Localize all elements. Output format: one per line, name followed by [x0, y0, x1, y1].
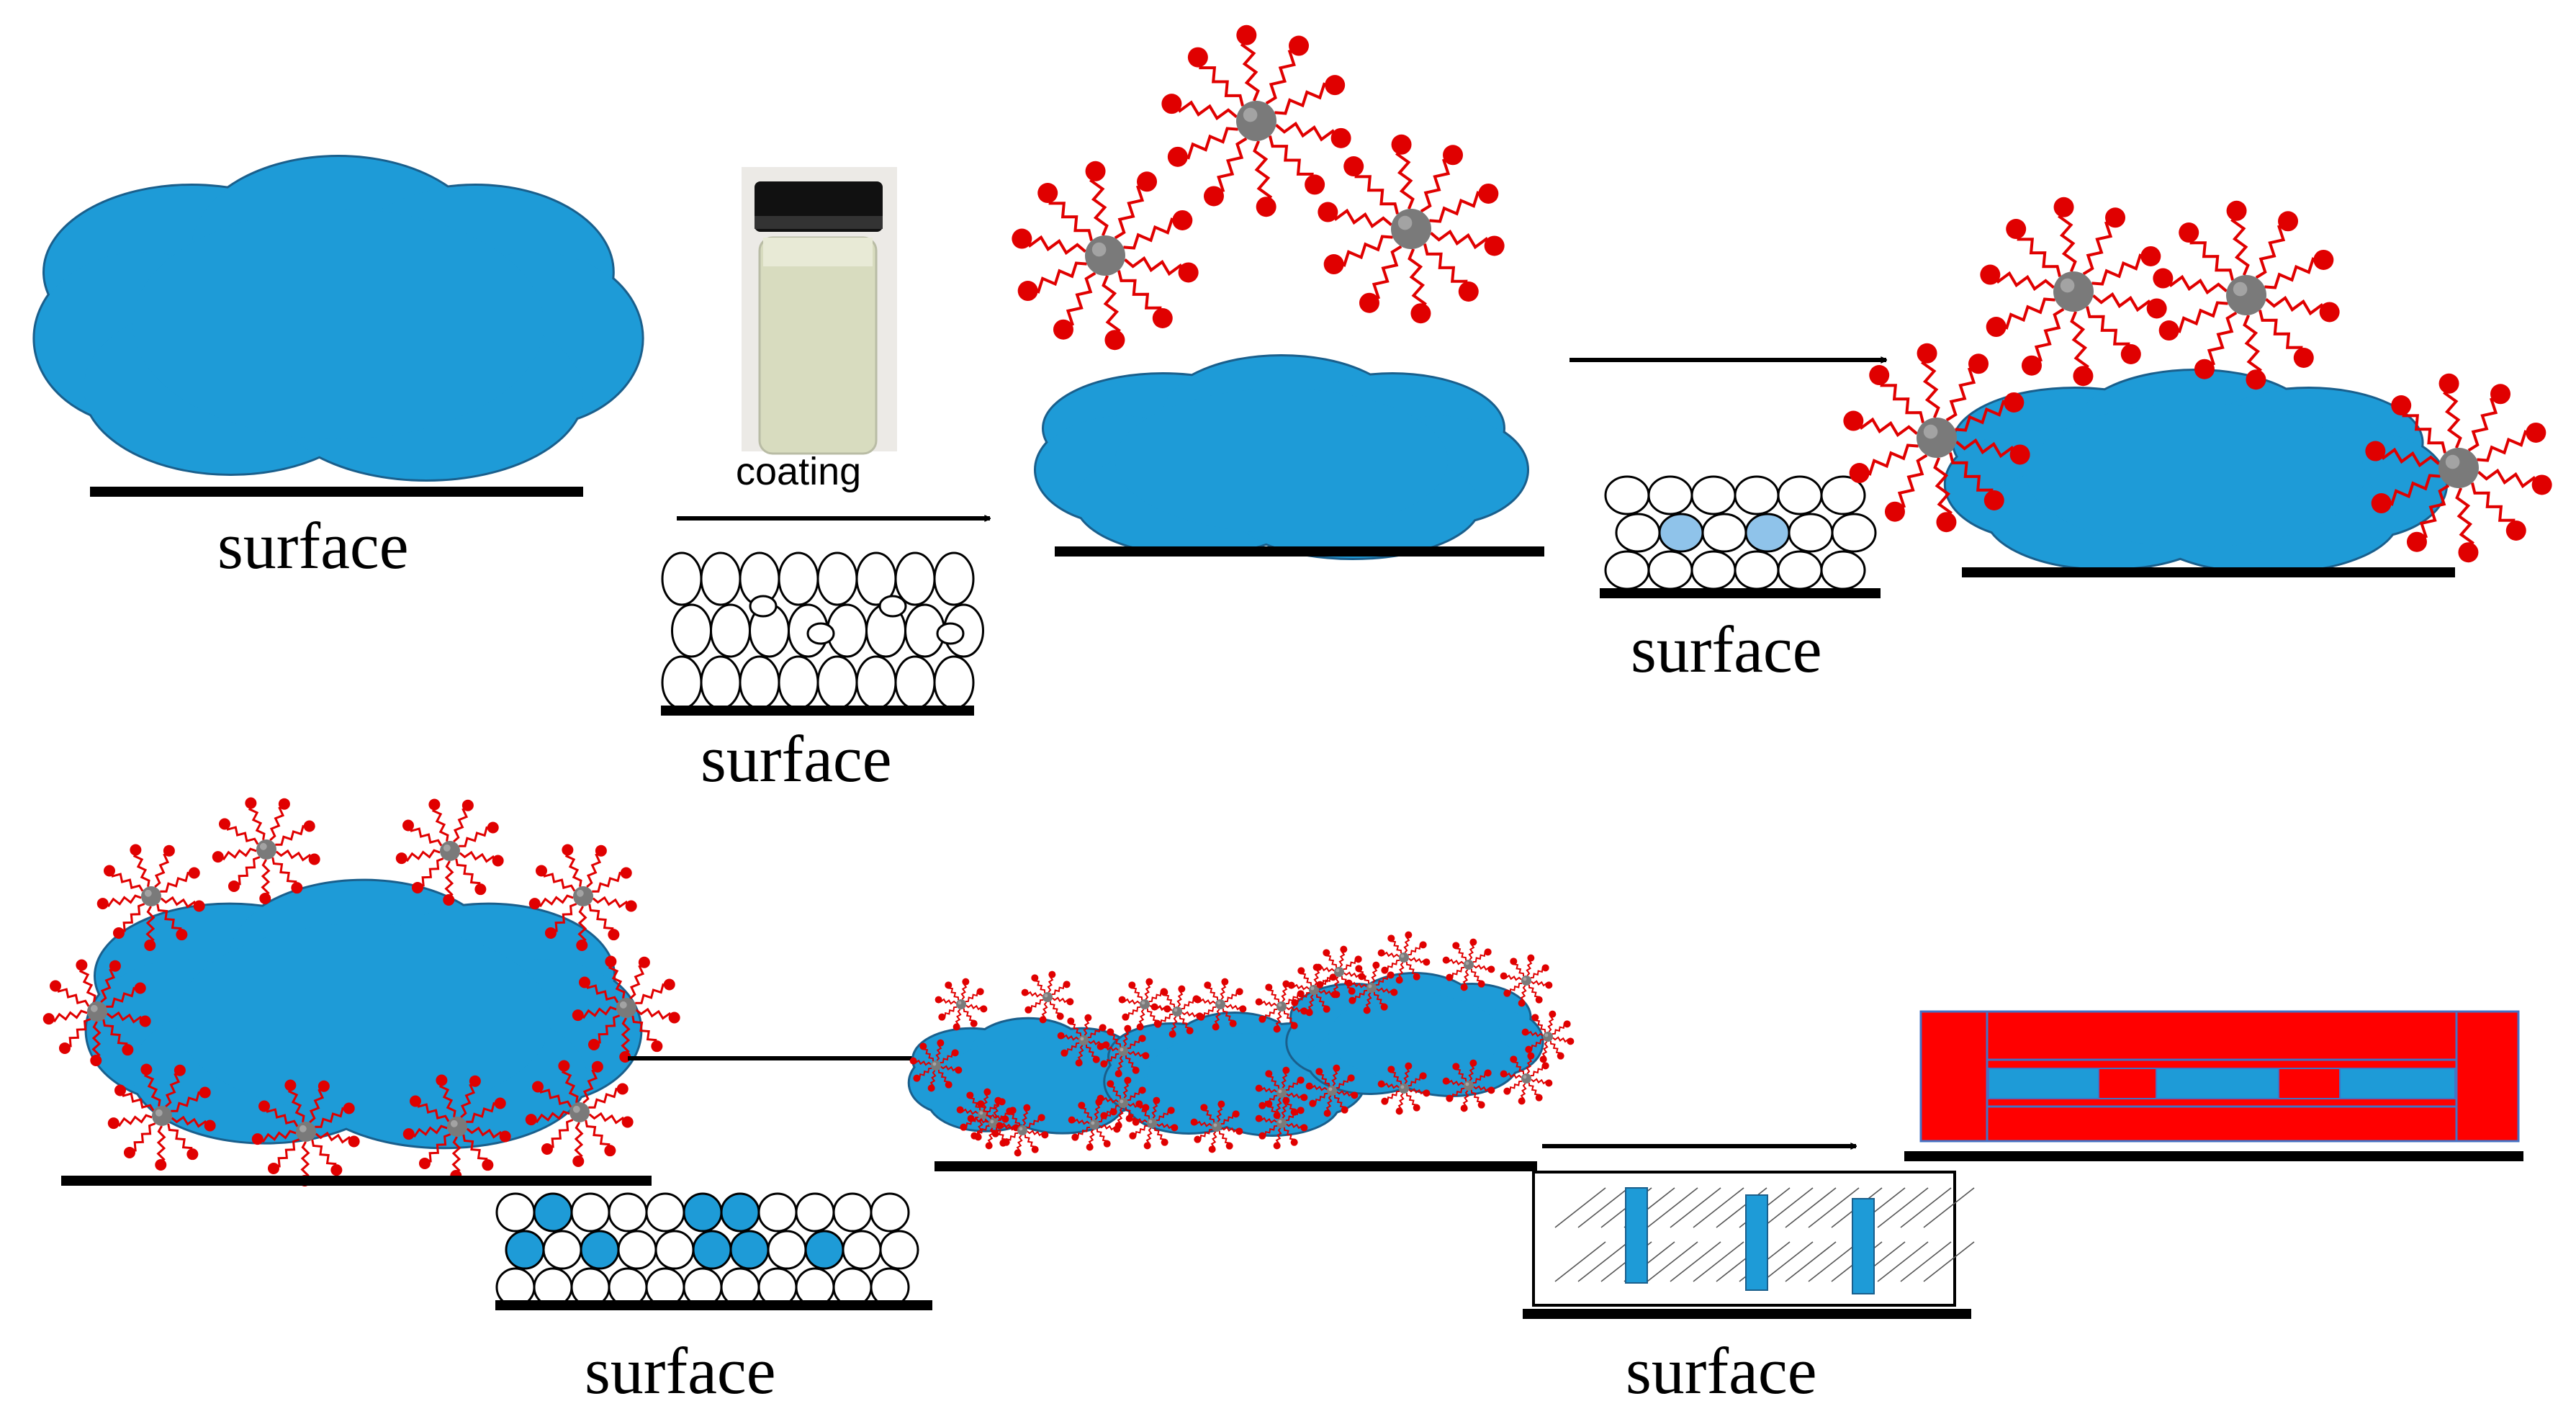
particle-group-step-5: [909, 931, 1575, 1157]
star-particle-icon: [1345, 961, 1398, 1014]
surface-label-1: surface: [217, 509, 409, 582]
star-particle-icon: [572, 955, 680, 1063]
star-particle-icon: [1980, 197, 2167, 387]
particle-group-step-3: [1843, 197, 2552, 563]
surface-label-3: surface: [1631, 613, 1822, 686]
surface-label-4: surface: [585, 1334, 776, 1407]
droplet-step-2: [1034, 354, 1529, 560]
film-cross-section: [1532, 1171, 1975, 1307]
droplet-step-1: [32, 155, 644, 482]
star-particle-icon: [1021, 970, 1074, 1024]
star-particle-icon: [1057, 1014, 1110, 1067]
star-particle-icon: [1190, 1100, 1243, 1153]
star-particle-icon: [1377, 931, 1431, 984]
star-particle-icon: [1255, 980, 1308, 1033]
star-particle-icon: [1318, 134, 1505, 324]
circle-packing-icon: [1604, 475, 1877, 590]
star-particle-icon: [1442, 938, 1495, 991]
surface-label-5: surface: [1626, 1334, 1817, 1407]
circle-packing-icon: [495, 1192, 919, 1307]
star-particle-icon: [1161, 24, 1351, 217]
star-particle-icon: [1012, 161, 1199, 351]
surface-label-2: surface: [701, 722, 892, 796]
coating-label: coating: [736, 450, 862, 493]
star-particle-icon: [1125, 1096, 1179, 1150]
droplet-step-5: [907, 972, 1544, 1137]
star-particle-icon: [395, 798, 504, 906]
star-particle-icon: [2153, 200, 2340, 390]
star-particle-icon: [251, 1079, 360, 1186]
star-particle-icon: [967, 1096, 1020, 1150]
star-particle-icon: [402, 1074, 511, 1181]
particle-group-step-2: [1012, 24, 1505, 351]
star-particle-icon: [96, 844, 205, 951]
star-particle-icon: [1305, 1064, 1359, 1117]
star-particle-icon: [212, 797, 320, 904]
star-particle-icon: [42, 959, 151, 1066]
circle-packing-icon: [661, 551, 984, 710]
droplet-step-4: [84, 878, 643, 1150]
star-particle-icon: [1843, 343, 2030, 533]
star-particle-icon: [996, 1104, 1049, 1157]
particle-group-step-4: [42, 797, 680, 1186]
star-particle-icon: [2365, 373, 2552, 563]
star-particle-icon: [1255, 1096, 1308, 1150]
star-particle-icon: [935, 978, 988, 1031]
star-particle-icon: [528, 844, 637, 951]
star-particle-icon: [1068, 1098, 1121, 1151]
star-particle-icon: [1194, 978, 1247, 1031]
star-particle-icon: [1521, 1010, 1575, 1063]
star-particle-icon: [909, 1039, 963, 1092]
star-particle-icon: [525, 1060, 634, 1167]
star-particle-icon: [1500, 954, 1553, 1007]
star-particle-icon: [1312, 945, 1366, 999]
star-particle-icon: [1377, 1062, 1431, 1115]
star-particle-icon: [1096, 1024, 1150, 1078]
droplet-step-3: [1943, 369, 2449, 575]
star-particle-icon: [1442, 1059, 1495, 1112]
coating-film: [1919, 1010, 2520, 1143]
star-particle-icon: [1500, 1052, 1553, 1105]
coating-vial-icon: [742, 167, 897, 455]
star-particle-icon: [107, 1063, 216, 1171]
